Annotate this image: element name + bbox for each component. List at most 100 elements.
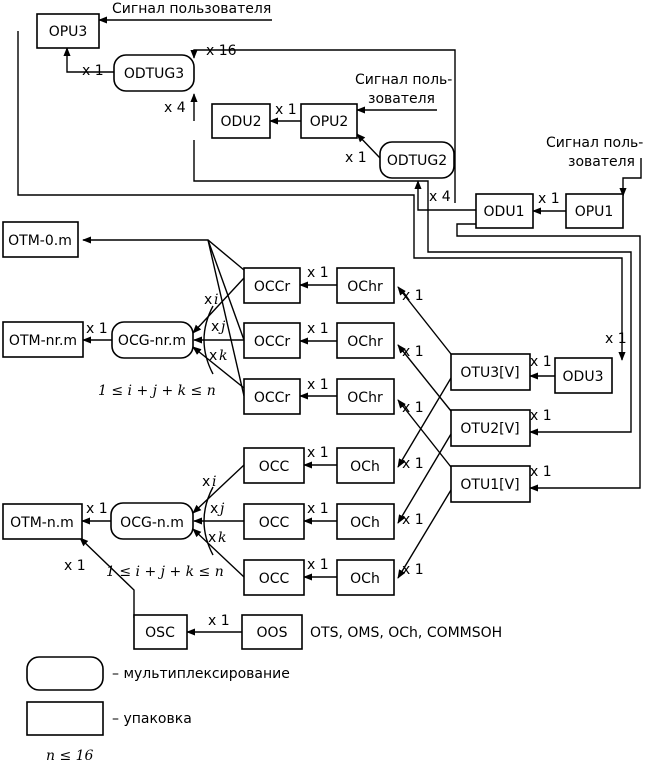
block-odtug2: ODTUG2 [379, 141, 455, 179]
mult-xj-upper-var: j [218, 319, 226, 335]
block-label: OSC [145, 625, 175, 641]
mult-occr3-x1: x 1 [307, 377, 329, 393]
block-odu2: ODU2 [211, 103, 271, 139]
connectors [17, 16, 642, 636]
block-label: OCh [350, 459, 380, 475]
block-label: OTU2[V] [460, 421, 519, 437]
block-label: OCCr [254, 279, 291, 295]
mult-odtug3-x16: x 16 [206, 43, 237, 59]
mult-odu3-x1: x 1 [605, 331, 627, 347]
block-label: OChr [347, 390, 383, 406]
constraint-n: 1 ≤ i + j + k ≤ n [106, 564, 224, 580]
mult-ochr3-x1: x 1 [402, 400, 424, 416]
block-odtug3: ODTUG3 [113, 54, 195, 92]
legend-n-limit: n ≤ 16 [46, 748, 94, 764]
mult-otu2-x1: x 1 [530, 408, 552, 424]
block-osc: OSC [133, 614, 188, 650]
block-och-3: OCh [336, 559, 395, 596]
block-occ-2: OCC [243, 503, 305, 540]
block-opu1: OPU1 [565, 193, 624, 229]
legend: – мультиплексирование – упаковка n ≤ 16 [26, 656, 290, 764]
legend-multiplexing-swatch [26, 656, 104, 691]
block-label: ODU1 [484, 204, 525, 220]
block-label: ODU2 [221, 114, 262, 130]
mult-och3-x1: x 1 [402, 562, 424, 578]
block-label: OPU1 [575, 204, 614, 220]
mult-xk-upper-var: k [219, 348, 227, 364]
block-ochr-3: OChr [336, 378, 395, 415]
block-label: OTU3[V] [460, 365, 519, 381]
mult-xj-upper-x: x [211, 319, 219, 335]
block-ocg-nr: OCG-nr.m [111, 321, 194, 359]
block-label: OCC [259, 571, 290, 587]
block-otu3: OTU3[V] [450, 353, 531, 391]
block-label: OCh [350, 515, 380, 531]
mult-ochr1-x1: x 1 [402, 288, 424, 304]
mult-opu3-x1: x 1 [82, 63, 104, 79]
signal-label-mid-line2: зователя [368, 91, 435, 107]
block-occ-3: OCC [243, 559, 305, 596]
oos-note: OTS, OMS, OCh, COMMSOH [310, 625, 502, 641]
block-label: ODTUG3 [124, 66, 184, 82]
mult-xi-upper-var: i [214, 292, 218, 308]
block-occr-1: OCCr [243, 267, 301, 304]
mult-osc-x1: x 1 [64, 558, 86, 574]
block-otm-nr: OTM-nr.m [2, 321, 84, 358]
mult-otu3-x1: x 1 [530, 354, 552, 370]
block-otu2: OTU2[V] [450, 409, 531, 447]
mult-occr1-x1: x 1 [307, 265, 329, 281]
block-occr-3: OCCr [243, 378, 301, 415]
mult-otm-nr-x1: x 1 [86, 321, 108, 337]
block-opu2: OPU2 [300, 103, 358, 139]
mult-oos-x1: x 1 [208, 613, 230, 629]
block-label: OCC [259, 515, 290, 531]
block-label: OCCr [254, 390, 291, 406]
block-ocg-n: OCG-n.m [110, 502, 194, 540]
block-ochr-1: OChr [336, 267, 395, 304]
block-label: OChr [347, 334, 383, 350]
mult-xk-upper-x: x [209, 348, 217, 364]
signal-label-top: Сигнал пользователя [112, 1, 271, 17]
mult-occ2-x1: x 1 [307, 501, 329, 517]
block-otu1: OTU1[V] [450, 465, 531, 503]
block-label: OTM-n.m [10, 515, 74, 531]
signal-label-right-line2: зователя [568, 154, 635, 170]
block-label: ODTUG2 [387, 153, 447, 169]
legend-packing-label: – упаковка [112, 711, 192, 727]
block-label: OCG-nr.m [118, 333, 186, 349]
mult-och2-x1: x 1 [402, 512, 424, 528]
mult-occ3-x1: x 1 [307, 557, 329, 573]
mult-xj-lower-x: x [210, 501, 218, 517]
multiplicity-labels: x 16 x 1 x 4 x 1 x 1 x 4 x 1 x 1 x 1 x 1… [64, 43, 627, 629]
mult-ochr2-x1: x 1 [402, 344, 424, 360]
block-occ-1: OCC [243, 447, 305, 484]
mult-odtug2-x4: x 4 [429, 189, 451, 205]
mult-xi-lower-x: x [202, 474, 210, 490]
block-label: ODU3 [563, 369, 604, 385]
block-label: OTU1[V] [460, 477, 519, 493]
block-label: OCh [350, 571, 380, 587]
mult-opu2-x1: x 1 [345, 150, 367, 166]
signal-label-mid-line1: Сигнал поль- [355, 72, 452, 88]
mult-otm-n-x1: x 1 [86, 501, 108, 517]
mult-occ1-x1: x 1 [307, 445, 329, 461]
block-label: OCCr [254, 334, 291, 350]
block-odu3: ODU3 [554, 357, 613, 394]
mult-otu1-x1: x 1 [530, 464, 552, 480]
legend-packing-swatch [26, 701, 104, 736]
block-otm-0: OTM-0.m [2, 221, 79, 258]
mult-xk-lower-x: x [208, 530, 216, 546]
mult-occr2-x1: x 1 [307, 321, 329, 337]
mult-xk-lower-var: k [218, 530, 226, 546]
block-occr-2: OCCr [243, 322, 301, 359]
block-label: OOS [257, 625, 288, 641]
block-label: OCG-n.m [120, 515, 184, 531]
signal-label-right-line1: Сигнал поль- [546, 135, 643, 151]
block-label: OPU2 [310, 114, 349, 130]
mult-odu1-x1: x 1 [538, 191, 560, 207]
block-och-1: OCh [336, 447, 395, 484]
block-label: OCC [259, 459, 290, 475]
mult-xi-upper-x: x [204, 292, 212, 308]
block-label: OTM-0.m [8, 233, 72, 249]
